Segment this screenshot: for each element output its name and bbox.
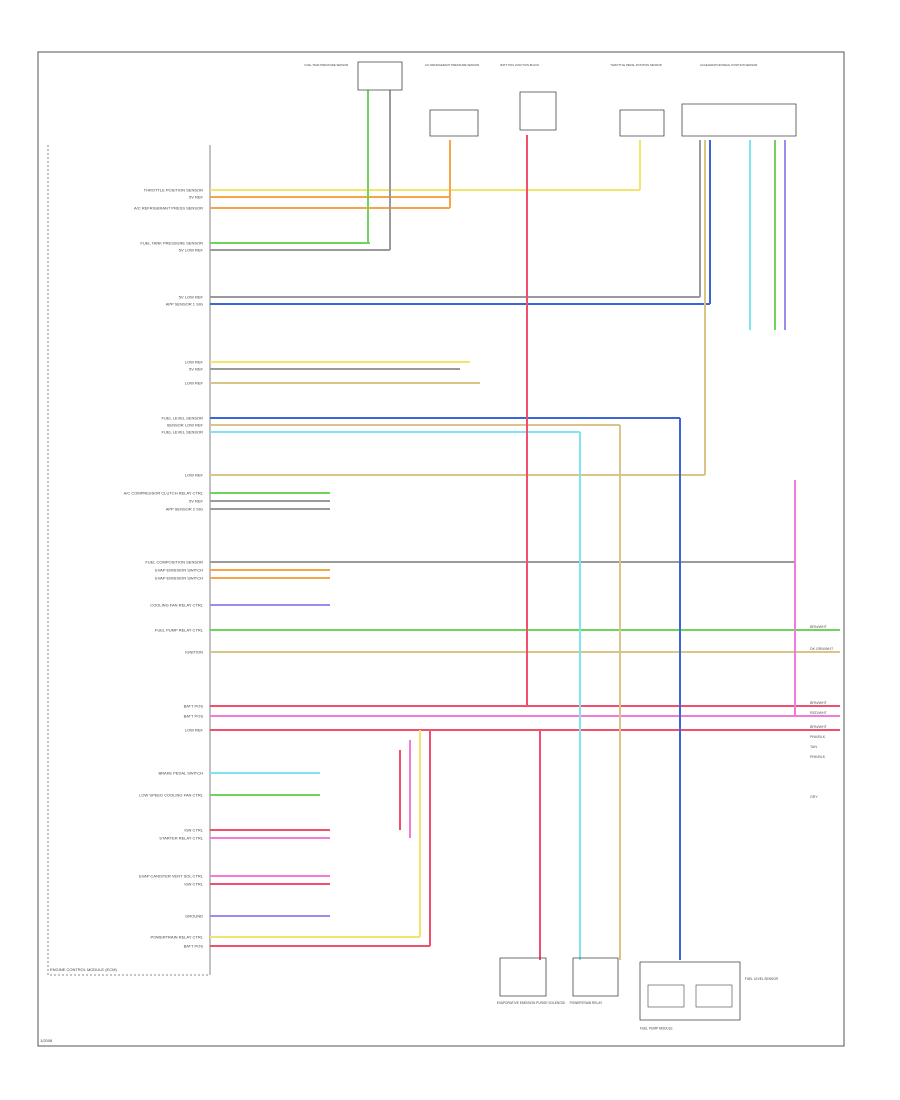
ecm-signal-label: FUEL LEVEL SENSOR <box>162 430 204 435</box>
ecm-signal-label: IGNITION <box>185 650 203 655</box>
component-label: ACCELERATOR PEDAL POSITION SENSOR <box>700 63 757 67</box>
ecm-signal-label: 5V REF <box>189 499 204 504</box>
ecm-signal-labels: THROTTLE POSITION SENSOR 5V REF A/C REFRIG… <box>124 188 204 949</box>
ac-refrigerant-pressure-sensor: A/C REFRIGERANT PRESSURE SENSOR <box>425 63 479 137</box>
ecm-signal-label: LOW REF <box>185 728 204 733</box>
component-label: FUEL LEVEL SENSOR <box>745 977 779 981</box>
fuel-level-sensor: FUEL LEVEL SENSOR <box>745 977 779 981</box>
component-label: FUEL TANK PRESSURE SENSOR <box>305 63 349 67</box>
ecm-signal-label: LOW REF <box>185 473 204 478</box>
ecm-signal-label: EVAP CANISTER VENT SOL CTRL <box>139 874 204 879</box>
right-label: DK GRN/WHT <box>810 647 834 651</box>
ecm-signal-label: IGN CTRL <box>184 882 203 887</box>
throttle-pedal-sensor: THROTTLE PEDAL POSITION SENSOR <box>610 63 665 137</box>
component-label: BATT POS JUNCTION BLOCK <box>501 63 540 67</box>
accelerator-pedal-sensor: ACCELERATOR PEDAL POSITION SENSOR <box>681 63 797 137</box>
ecm-signal-label: COOLING FAN RELAY CTRL <box>150 603 204 608</box>
fuel-tank-pressure-sensor: FUEL TANK PRESSURE SENSOR <box>305 61 403 91</box>
ecm-signal-label: APP SENSOR 2 SIG <box>166 507 203 512</box>
ecm-signal-label: THROTTLE POSITION SENSOR <box>144 188 203 193</box>
ecm-signal-label: EVAP EMISSION SWITCH <box>155 568 203 573</box>
right-label: PNK/BLK <box>810 735 826 739</box>
ecm-signal-label: A/C COMPRESSOR CLUTCH RELAY CTRL <box>124 491 204 496</box>
ecm-signal-label: 5V LOW REF <box>179 248 204 253</box>
right-label: BRN/WHT <box>810 701 828 705</box>
ecm-signal-label: A/C REFRIGERANT PRESS SENSOR <box>134 206 203 211</box>
ecm-signal-label: 5V REF <box>189 367 204 372</box>
ecm-signal-label: FUEL TANK PRESSURE SENSOR <box>140 241 203 246</box>
ecm-signal-label: BATT POS <box>184 714 204 719</box>
ecm-signal-label: 5V REF <box>189 195 204 200</box>
right-side-labels: BRN/WHT DK GRN/WHT BRN/WHT RED/WHT BRN/WHT PN… <box>810 625 834 799</box>
ecm-signal-label: SENSOR LOW REF <box>167 423 204 428</box>
evap-purge-valve: EVAPORATIVE EMISSION PURGE SOLENOID <box>497 957 566 1005</box>
ecm-signal-label: EVAP EMISSION SWITCH <box>155 576 203 581</box>
ecm-signal-label: BRAKE PEDAL SWITCH <box>158 771 203 776</box>
right-label: RED/WHT <box>810 711 828 715</box>
component-label: THROTTLE PEDAL POSITION SENSOR <box>610 63 661 67</box>
fuel-pump-module: FUEL PUMP MODULE <box>639 961 741 1031</box>
diagram-frame <box>37 51 845 1047</box>
wire-paths <box>210 90 840 960</box>
right-label: BRN/WHT <box>810 725 828 729</box>
component-label: POWERTRAIN RELAY <box>570 1001 604 1005</box>
ecm-signal-label: GROUND <box>185 914 203 919</box>
right-label: GRY <box>810 795 818 799</box>
ecm-outline <box>47 145 210 976</box>
ecm-signal-label: FUEL COMPOSITION SENSOR <box>145 560 203 565</box>
ecm-signal-label: POWERTRAIN RELAY CTRL <box>151 935 204 940</box>
ecm-signal-label: 5V LOW REF <box>179 295 204 300</box>
ecm-signal-label: APP SENSOR 1 SIG <box>166 302 203 307</box>
ecm-signal-label: FUEL PUMP RELAY CTRL <box>155 628 204 633</box>
ecm-signal-label: LOW SPEED COOLING FAN CTRL <box>139 793 204 798</box>
ecm-signal-label: STARTER RELAY CTRL <box>159 836 203 841</box>
right-label: PNK/BLK <box>810 755 826 759</box>
ecm-signal-label: LOW REF <box>185 381 204 386</box>
footer-code: 1/2008 <box>40 1038 53 1043</box>
ecm-title: ENGINE CONTROL MODULE (ECM) <box>50 967 117 972</box>
ecm-signal-label: FUEL LEVEL SENSOR <box>162 416 204 421</box>
powertrain-relay: POWERTRAIN RELAY <box>570 957 619 1005</box>
ecm-signal-label: IGN CTRL <box>184 828 203 833</box>
component-label: FUEL PUMP MODULE <box>640 1027 673 1031</box>
battery-block: BATT POS JUNCTION BLOCK <box>501 63 557 131</box>
ecm-signal-label: LOW REF <box>185 360 204 365</box>
ecm-signal-label: BATT POS <box>184 704 204 709</box>
component-label: EVAPORATIVE EMISSION PURGE SOLENOID <box>497 1001 566 1005</box>
right-label: TAN <box>810 745 817 749</box>
right-label: BRN/WHT <box>810 625 828 629</box>
component-label: A/C REFRIGERANT PRESSURE SENSOR <box>425 63 479 67</box>
ecm-signal-label: BATT POS <box>184 944 204 949</box>
